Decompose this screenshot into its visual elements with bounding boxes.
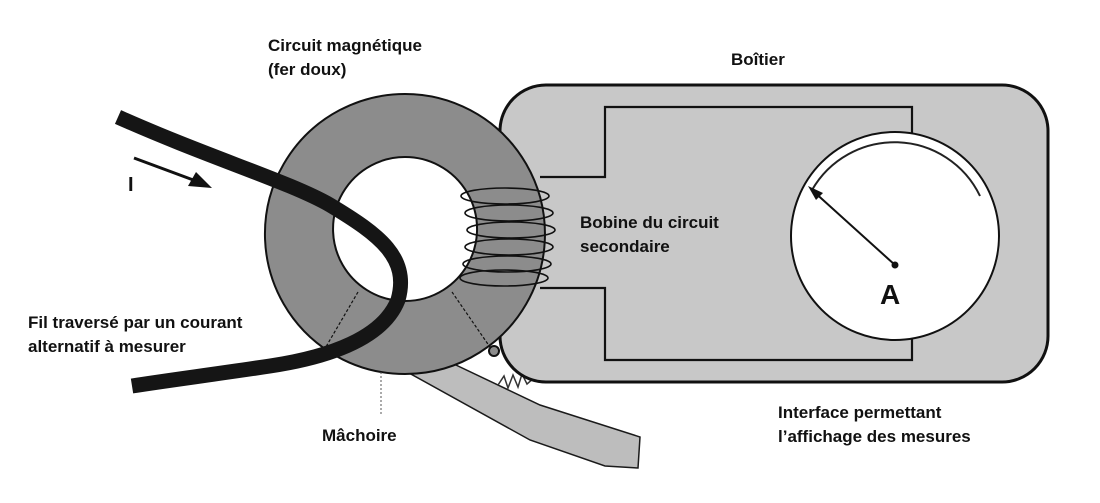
label-wire-line1: Fil traversé par un courant: [28, 313, 243, 332]
secondary-coil: [459, 187, 556, 287]
label-jaw: Mâchoire: [322, 426, 397, 445]
dial-needle: [811, 189, 896, 266]
dial-scale-arc: [811, 141, 981, 197]
label-display-interface-line1: Interface permettant: [778, 403, 942, 422]
label-magnetic-circuit-line1: Circuit magnétique: [268, 36, 422, 55]
current-arrowhead-icon: [188, 172, 212, 188]
ammeter-symbol: A: [880, 279, 901, 310]
magnetic-core: [264, 93, 546, 375]
label-magnetic-circuit: Circuit magnétique (fer doux): [268, 34, 422, 82]
current-direction-arrow: [133, 156, 197, 183]
jaw-spring: [497, 371, 535, 391]
current-carrying-wire: [114, 110, 409, 394]
label-secondary-coil-line1: Bobine du circuit: [580, 213, 719, 232]
secondary-circuit-upper: [540, 105, 914, 179]
current-symbol: I: [128, 174, 134, 196]
label-housing: Boîtier: [731, 50, 785, 69]
label-secondary-coil: Bobine du circuit secondaire: [580, 211, 719, 259]
dial-pivot: [891, 261, 899, 269]
label-magnetic-circuit-line2: (fer doux): [268, 60, 347, 79]
label-display-interface-line2: l’affichage des mesures: [778, 427, 971, 446]
needle-arrowhead-icon: [808, 186, 823, 200]
jaw-split-right: [451, 291, 493, 351]
label-secondary-coil-line2: secondaire: [580, 237, 670, 256]
secondary-circuit-lower: [540, 286, 914, 362]
label-display-interface: Interface permettant l’affichage des mes…: [778, 401, 971, 449]
ammeter-dial: [790, 131, 1000, 341]
label-wire-line2: alternatif à mesurer: [28, 337, 186, 356]
label-wire: Fil traversé par un courant alternatif à…: [28, 311, 242, 359]
jaw-pivot: [488, 345, 500, 357]
